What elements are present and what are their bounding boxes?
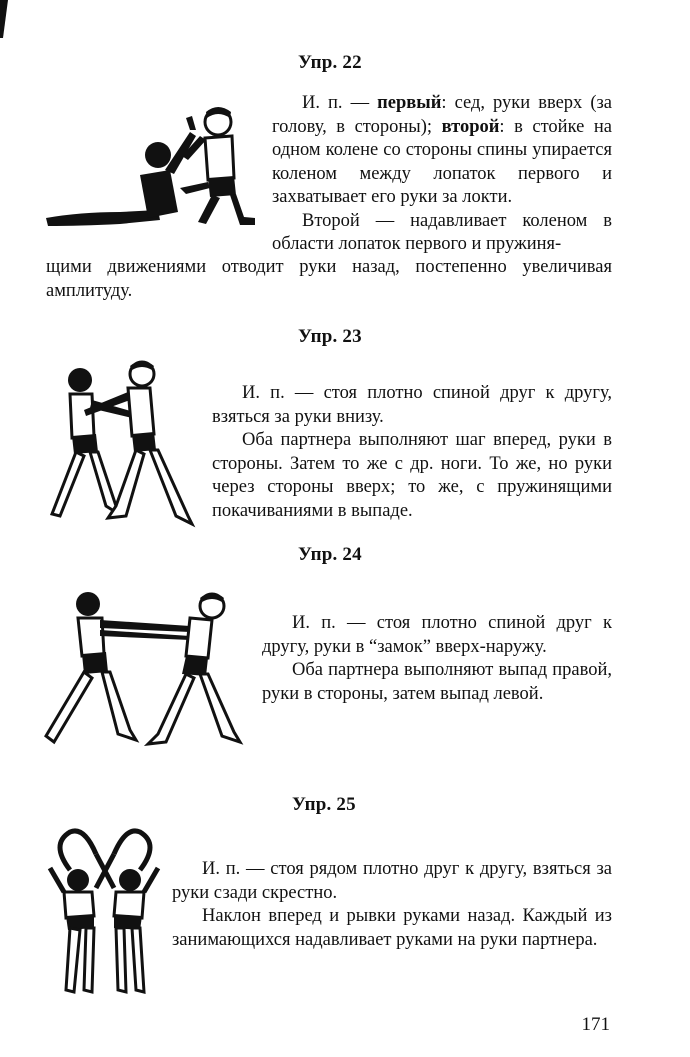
exercise-25-paragraph-1: И. п. — стоя рядом плотно друг к другу, … [172, 859, 612, 903]
figure-exercise-25 [40, 824, 170, 1004]
exercise-24-paragraph-1: И. п. — стоя плотно спиной друг к другу,… [262, 613, 612, 657]
exercise-24-paragraph-2: Оба партнера выполняют выпад правой, рук… [262, 660, 612, 704]
bold-term-second: второй [441, 116, 500, 137]
text-run: И. п. — [302, 93, 378, 113]
scan-corner-mark [0, 0, 8, 38]
text-run: : сед, руки вверх (за голову, в стороны)… [272, 93, 613, 137]
exercise-22-paragraph-2a: Второй — надавливает коленом в области л… [272, 210, 612, 255]
exercise-22-text-wide: щими движениями отводит руки назад, пост… [46, 256, 612, 303]
exercise-23-paragraph-1: И. п. — стоя плотно спиной друг к другу,… [212, 383, 612, 427]
exercise-23-paragraph-2: Оба партнера выполняют шаг вперед, руки … [212, 430, 612, 521]
figure-exercise-24 [40, 584, 250, 754]
exercise-title: Упр. 23 [298, 326, 362, 347]
exercise-23-text: И. п. — стоя плотно спиной друг к другу,… [212, 382, 612, 523]
exercise-22-paragraph-1: И. п. — первый: сед, руки вверх (за голо… [272, 92, 612, 210]
text-run: : в стойке на одном колене со стороны сп… [272, 116, 612, 208]
exercise-25-text: И. п. — стоя рядом плотно друг к другу, … [172, 858, 612, 952]
bold-term-first: первый [377, 93, 442, 113]
exercise-title: Упр. 22 [298, 52, 362, 73]
exercise-22-text-narrow: И. п. — первый: сед, руки вверх (за голо… [272, 92, 612, 257]
exercise-22-paragraph-2b: щими движениями отводит руки назад, пост… [46, 257, 612, 301]
exercise-25-paragraph-2: Наклон вперед и рывки руками назад. Кажд… [172, 906, 612, 950]
exercise-title: Упр. 24 [298, 544, 362, 565]
page-number: 171 [581, 1014, 611, 1035]
figure-exercise-23 [44, 356, 204, 536]
exercise-24-text: И. п. — стоя плотно спиной друг к другу,… [262, 612, 612, 706]
exercise-title: Упр. 25 [292, 794, 356, 815]
figure-exercise-22 [40, 100, 270, 230]
